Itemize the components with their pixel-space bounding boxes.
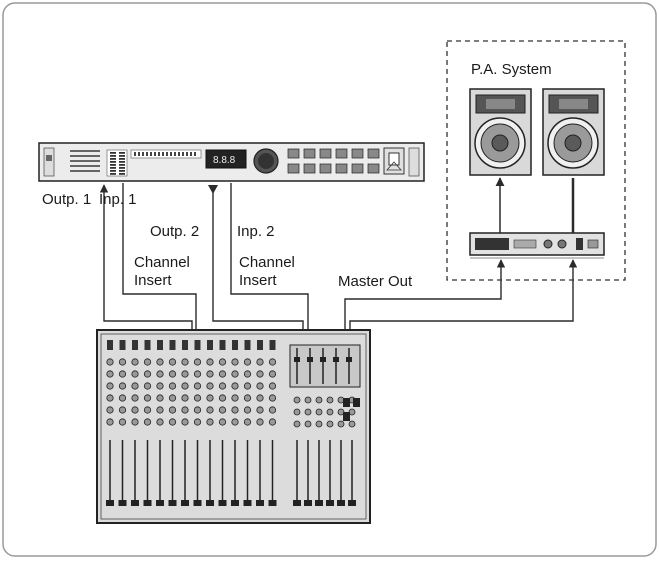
label-inp1: Inp. 1 xyxy=(99,191,137,208)
speaker-right xyxy=(542,88,605,176)
speaker-left xyxy=(469,88,532,176)
cable-master-out xyxy=(344,259,578,330)
label-outp2: Outp. 2 xyxy=(150,223,200,240)
mixing-console xyxy=(96,329,371,524)
cable-inp2 xyxy=(230,183,309,330)
svg-text:8.8.8: 8.8.8 xyxy=(213,155,236,166)
cable-outp1 xyxy=(99,184,193,330)
pa-system-region xyxy=(446,40,626,281)
cable-outp2 xyxy=(208,185,304,330)
cable-inp1 xyxy=(122,183,197,330)
power-amplifier xyxy=(469,232,605,259)
rack-processor: 8.8.8 xyxy=(38,142,425,182)
label-pa-system: P.A. System xyxy=(471,61,552,78)
label-inp2: Inp. 2 xyxy=(237,223,275,240)
label-outp1: Outp. 1 xyxy=(42,191,92,208)
label-channel-insert-right: Channel Insert xyxy=(239,254,295,289)
label-master-out: Master Out xyxy=(338,273,413,290)
label-channel-insert-left: Channel Insert xyxy=(134,254,190,289)
